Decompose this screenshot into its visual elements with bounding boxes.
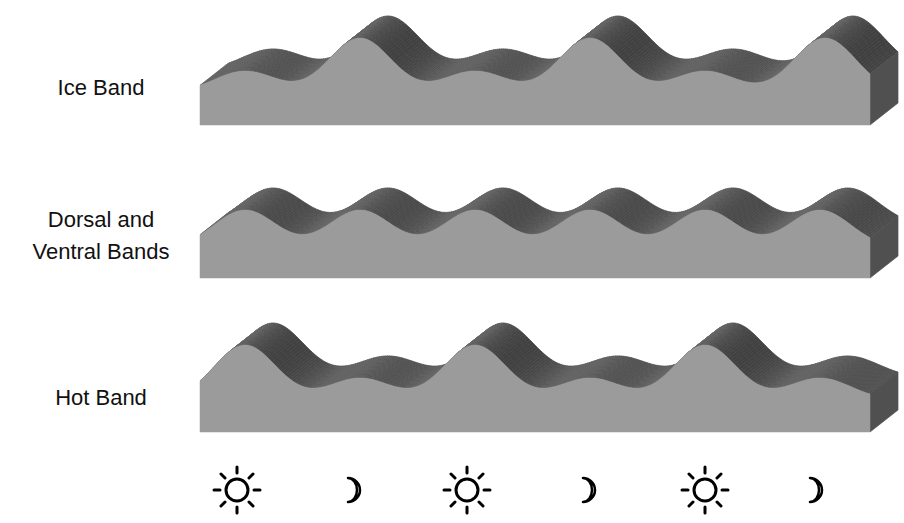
sun-rays (214, 467, 260, 513)
band-front-face (200, 38, 870, 125)
band-end-cap (870, 372, 898, 432)
sun-icon (682, 467, 728, 513)
band-end-cap (870, 52, 898, 125)
sun-rays (444, 467, 490, 513)
band-front-face (200, 210, 870, 278)
band-label: Ice Band (12, 72, 190, 104)
band-illustration (0, 300, 904, 440)
sun-disc (226, 479, 248, 501)
sun-icon (444, 467, 490, 513)
band-row: Ice Band (0, 0, 904, 140)
sun-rays (682, 467, 728, 513)
band-top-surface (200, 323, 898, 394)
band-end-cap (870, 216, 898, 278)
sun-icon (214, 467, 260, 513)
moon-icon (348, 478, 360, 502)
sun-disc (456, 479, 478, 501)
moon-icon (583, 478, 595, 502)
band-row: Dorsal and Ventral Bands (0, 150, 904, 290)
band-label: Dorsal and Ventral Bands (12, 204, 190, 268)
band-front-face (200, 345, 870, 432)
moon-icon (810, 478, 822, 502)
band-label: Hot Band (12, 382, 190, 414)
band-row: Hot Band (0, 300, 904, 440)
sun-disc (694, 479, 716, 501)
band-illustration (0, 0, 904, 140)
